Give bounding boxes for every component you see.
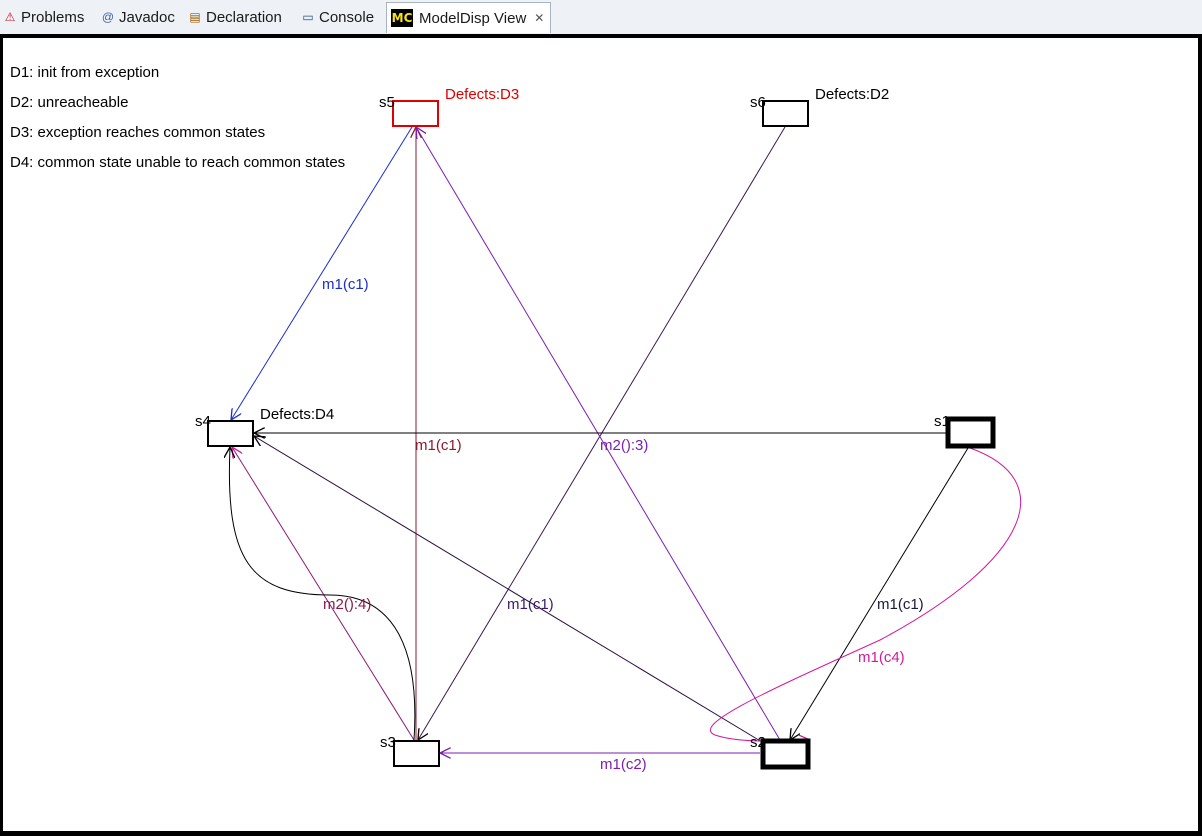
- edge-s5-s4: [231, 126, 413, 420]
- edge-label-s2-s3: m1(c2): [600, 756, 647, 773]
- tab-label: Problems: [21, 8, 85, 26]
- state-s6-label: s6: [750, 94, 766, 111]
- edge-label-s5-s4: m1(c1): [322, 276, 369, 293]
- tab-problems[interactable]: ⚠ Problems: [2, 4, 85, 30]
- legend-item-d1: D1: init from exception: [10, 64, 160, 81]
- edge-label-s3-s4: m2():4): [323, 596, 371, 613]
- state-s3-label: s3: [380, 734, 396, 751]
- edge-label-s3-s5: m1(c1): [415, 437, 462, 454]
- edge-s1-s2-loop: [709, 447, 1022, 741]
- edge-s3-s4-curve: [229, 447, 416, 741]
- legend-item-d2: D2: unreacheable: [10, 94, 129, 111]
- state-s2-label: s2: [750, 734, 766, 751]
- state-s5-box[interactable]: [392, 100, 439, 127]
- state-s6-box[interactable]: [762, 100, 809, 127]
- edge-s1-s2: [790, 447, 969, 740]
- console-icon: ▭: [302, 10, 314, 24]
- state-s4-defect: Defects:D4: [260, 406, 334, 423]
- tab-declaration[interactable]: ▤ Declaration: [187, 4, 282, 30]
- tab-modeldisp-view[interactable]: MC ModelDisp View ✕: [386, 2, 552, 33]
- modeldisp-icon: MC: [391, 9, 413, 27]
- tab-label: Console: [319, 8, 375, 26]
- state-s1-box[interactable]: [945, 416, 996, 449]
- edge-label-s2-s4: m1(c1): [507, 596, 554, 613]
- state-s1-label: s1: [934, 413, 950, 430]
- edge-label-s1-s2-loop: m1(c4): [858, 649, 905, 666]
- state-s2-box[interactable]: [760, 738, 811, 770]
- view-tab-bar: ⚠ Problems @ Javadoc ▤ Declaration ▭ Con…: [0, 0, 1202, 35]
- edge-s3-s4: [232, 447, 415, 741]
- state-s5-label: s5: [379, 94, 395, 111]
- state-s5-defect: Defects:D3: [445, 86, 519, 103]
- state-s6-defect: Defects:D2: [815, 86, 889, 103]
- legend-item-d3: D3: exception reaches common states: [10, 124, 266, 141]
- tab-label: Javadoc: [119, 8, 175, 26]
- edge-s2-s4: [254, 436, 763, 743]
- state-s4-label: s4: [195, 413, 211, 430]
- close-tab-icon[interactable]: ✕: [534, 11, 545, 25]
- tab-javadoc[interactable]: @ Javadoc: [100, 4, 175, 30]
- tab-console[interactable]: ▭ Console: [300, 4, 374, 30]
- declaration-icon: ▤: [189, 10, 201, 24]
- state-s4-box[interactable]: [207, 420, 254, 447]
- state-s3-box[interactable]: [393, 740, 440, 767]
- tab-label: Declaration: [206, 8, 282, 26]
- problems-icon: ⚠: [4, 10, 16, 24]
- legend-item-d4: D4: common state unable to reach common …: [10, 154, 346, 171]
- modeldisp-view-panel: [0, 34, 1202, 836]
- edge-label-s1-s4: m2():3): [600, 437, 648, 454]
- tab-label: ModelDisp View: [419, 9, 527, 27]
- javadoc-icon: @: [101, 10, 115, 24]
- edge-label-s1-s2: m1(c1): [877, 596, 924, 613]
